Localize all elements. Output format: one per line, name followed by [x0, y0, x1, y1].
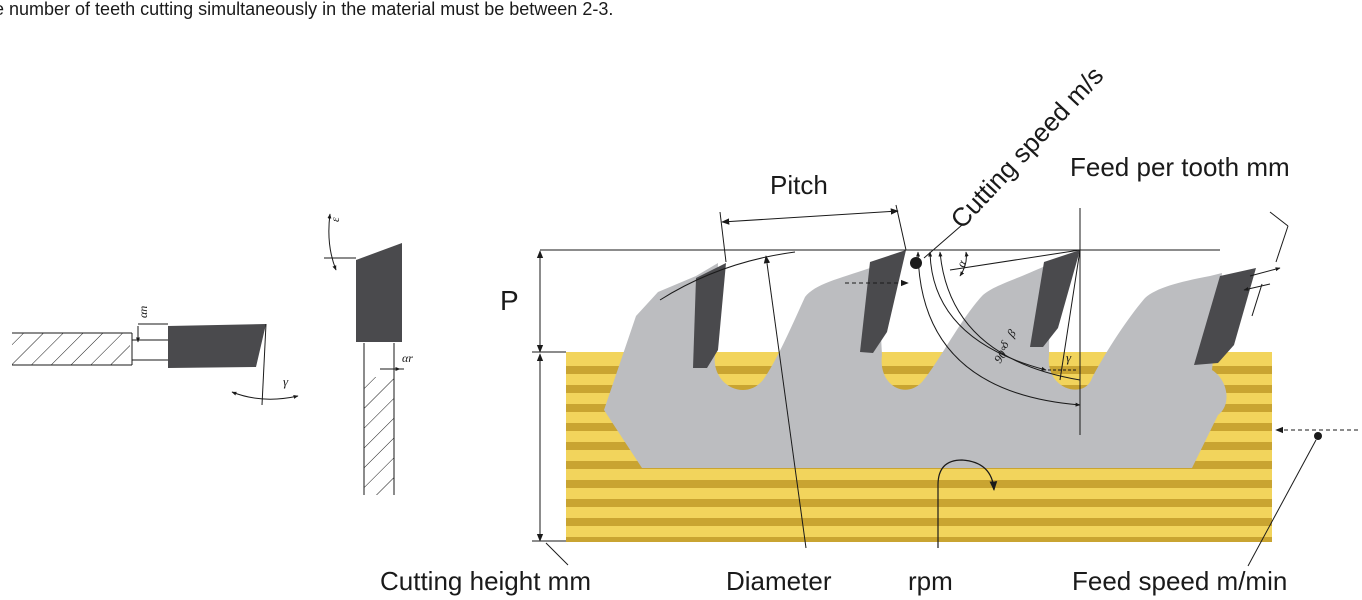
alpha-r-symbol: αr: [402, 351, 413, 365]
tooth-front-view: [356, 243, 402, 342]
wood-grain-stripe: [566, 518, 1272, 526]
feed-per-tooth-label: Feed per tooth mm: [1070, 152, 1290, 182]
cutting-speed-label: Cutting speed m/s: [944, 60, 1109, 234]
tooth-4: [1194, 268, 1256, 365]
tooth-2: [860, 250, 906, 353]
epsilon-symbol: ε: [328, 217, 342, 222]
main-saw-diagram: Pitch α β δ 90° γ: [532, 170, 1358, 567]
hatched-body: [12, 333, 130, 365]
tooth-1: [693, 263, 726, 368]
hatched-plate: [364, 377, 394, 495]
front-view-diagram: ε αr: [324, 213, 413, 495]
feed-point: [1314, 432, 1322, 440]
alpha-n-symbol: αn: [136, 306, 150, 318]
tooth-side-view: [168, 324, 266, 368]
wood-grain-stripe: [566, 537, 1272, 542]
p-label: P: [500, 285, 519, 316]
cutting-height-label: Cutting height mm: [380, 566, 591, 596]
gamma-symbol: γ: [1066, 350, 1072, 365]
header-note: e number of teeth cutting simultaneously…: [0, 0, 613, 19]
wood-grain-stripe: [566, 499, 1272, 507]
rpm-label: rpm: [908, 566, 953, 596]
cutting-speed-point: [910, 257, 922, 269]
side-view-diagram: αn γ: [12, 306, 299, 406]
saw-blade-body: [604, 262, 1227, 468]
pitch-label: Pitch: [770, 170, 828, 200]
gamma-side-symbol: γ: [283, 374, 289, 389]
wood-grain-stripe: [566, 480, 1272, 488]
alpha-symbol: α: [954, 258, 970, 269]
diameter-label: Diameter: [726, 566, 832, 596]
feed-speed-label: Feed speed m/min: [1072, 566, 1287, 596]
